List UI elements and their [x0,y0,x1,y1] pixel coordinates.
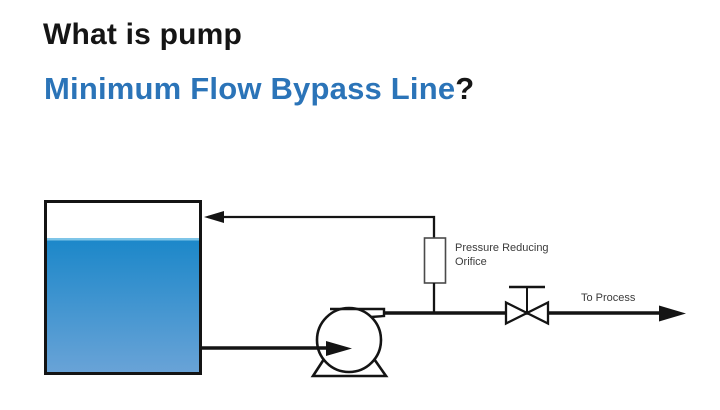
to-process-label: To Process [581,292,636,304]
liquid-surface-highlight [47,238,199,241]
supply-tank [44,200,202,375]
tank-liquid [47,238,199,373]
title-question-mark: ? [455,71,475,106]
pressure-reducing-orifice [423,237,447,284]
suction-arrowhead [326,341,352,356]
valve-body-right [524,300,550,326]
title-highlight: Minimum Flow Bypass Line [44,71,456,106]
pump-base [310,355,389,378]
title-line-1: What is pump [43,18,243,51]
title-line-2: Minimum Flow Bypass Line? [44,71,474,107]
to-process-arrowhead [659,305,686,322]
valve-body-left [504,300,530,326]
bypass-return-line [208,215,436,238]
orifice-label: Pressure Reducing Orifice [455,242,549,268]
bypass-return-arrowhead [204,211,224,223]
